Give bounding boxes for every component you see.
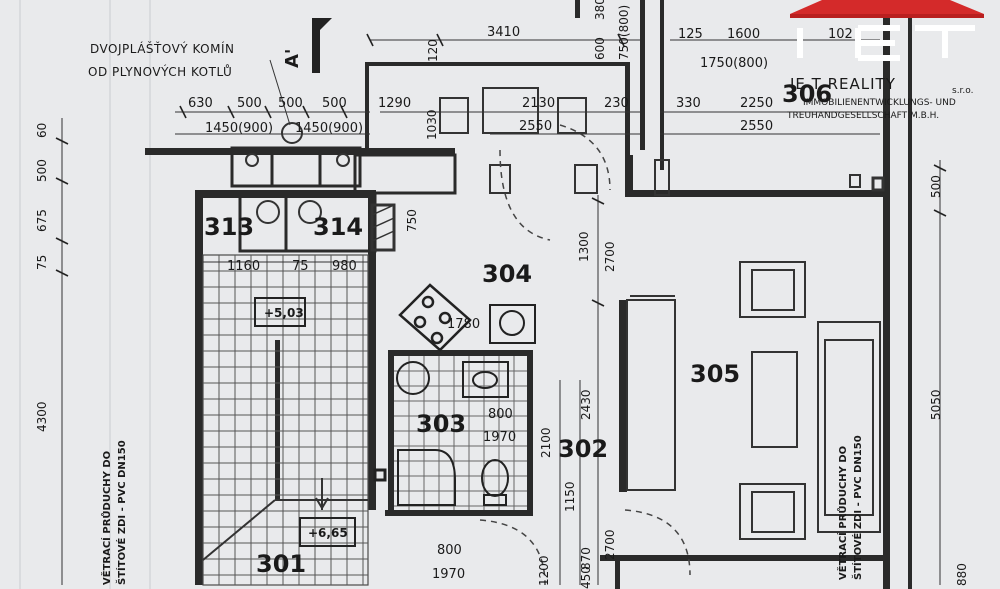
dim-top-750: 750(800) bbox=[617, 5, 631, 60]
dim-r-5050: 5050 bbox=[929, 389, 943, 420]
dim-c-2430: 2430 bbox=[579, 389, 593, 420]
chimney-blocks bbox=[230, 146, 457, 253]
dimension-ticks bbox=[55, 33, 947, 307]
level-box-lower bbox=[299, 517, 356, 547]
room-305-label: 305 bbox=[690, 360, 740, 388]
door-swings bbox=[479, 124, 691, 586]
room-314-label: 314 bbox=[313, 213, 363, 241]
dim-top-1450b: 1450(900) bbox=[295, 121, 363, 136]
chimney-leader bbox=[269, 59, 291, 126]
dim-top-230: 230 bbox=[604, 96, 629, 111]
dim-c-2700b: 2700 bbox=[603, 529, 617, 560]
brand-logo: IET bbox=[790, 0, 984, 61]
dim-mid-75: 75 bbox=[292, 259, 309, 274]
dim-top-380: 380 bbox=[593, 0, 607, 20]
dim-c-1150: 1150 bbox=[563, 481, 577, 512]
dim-top-630: 630 bbox=[188, 96, 213, 111]
room-313-label: 313 bbox=[204, 213, 254, 241]
brand-company-3: TREUHANDGESELLSCHAFT M.B.H. bbox=[786, 111, 939, 121]
tile-lines bbox=[203, 255, 368, 585]
dim-mid-1780: 1780 bbox=[447, 317, 480, 332]
tile-lines-303 bbox=[394, 356, 527, 510]
dim-top-3410: 3410 bbox=[487, 25, 520, 40]
brand-company-2: IMMOBILIENENTWICKLUNGS- UND bbox=[803, 98, 956, 108]
dim-mid-980: 980 bbox=[332, 259, 357, 274]
dim-left-60: 60 bbox=[35, 123, 49, 138]
chimney-flues bbox=[245, 122, 350, 224]
dim-left-75: 75 bbox=[35, 255, 49, 270]
dim-mid-1970b: 1970 bbox=[432, 567, 465, 582]
dim-mid-800b: 800 bbox=[437, 543, 462, 558]
dim-r-500: 500 bbox=[929, 175, 943, 198]
background-lines bbox=[19, 0, 151, 589]
dim-r-880: 880 bbox=[955, 563, 969, 586]
dim-top-125: 125 bbox=[678, 27, 703, 42]
vent-note-right-1: VĚTRACÍ PRŮDUCHY DO bbox=[836, 446, 849, 580]
room-303-label: 303 bbox=[416, 410, 466, 438]
dim-left-675: 675 bbox=[35, 209, 49, 232]
dim-top-1290: 1290 bbox=[378, 96, 411, 111]
walls bbox=[145, 0, 912, 589]
vent-note-left-1: VĚTRACÍ PRŮDUCHY DO bbox=[100, 451, 113, 585]
dim-top-2250: 2250 bbox=[740, 96, 773, 111]
dim-mid-750: 750 bbox=[405, 209, 419, 232]
dim-top-120: 120 bbox=[426, 39, 440, 62]
kitchen-sink bbox=[489, 304, 536, 344]
dim-c-2700a: 2700 bbox=[603, 241, 617, 272]
bathroom-fixtures bbox=[373, 361, 509, 506]
furniture-305 bbox=[626, 261, 881, 540]
dim-c-450: 450 bbox=[579, 566, 593, 589]
room-302-label: 302 bbox=[558, 435, 608, 463]
chimney-note-line-1: DVOJPLÁŠŤOVÝ KOMÍN bbox=[90, 41, 234, 56]
dim-left-500: 500 bbox=[35, 159, 49, 182]
dim-top-500a: 500 bbox=[237, 96, 262, 111]
dim-c-1200: 1200 bbox=[537, 555, 551, 586]
dim-top-600: 600 bbox=[593, 37, 607, 60]
dim-top-1600: 1600 bbox=[727, 27, 760, 42]
stair-lines bbox=[202, 478, 368, 561]
furniture-upper bbox=[439, 87, 885, 196]
level-box-upper bbox=[254, 297, 306, 327]
dim-top-102: 102 bbox=[828, 27, 853, 42]
dim-top-1030: 1030 bbox=[425, 109, 439, 140]
vent-note-right-2: ŠTÍTOVÉ ZDI - PVC DN150 bbox=[851, 435, 864, 580]
dim-c-1300: 1300 bbox=[577, 231, 591, 262]
dim-top-330: 330 bbox=[676, 96, 701, 111]
tile-grid-301 bbox=[202, 254, 369, 586]
brand-company-1: IE T REALITY bbox=[790, 75, 896, 93]
room-306-label: 306 bbox=[782, 80, 832, 108]
stove bbox=[398, 283, 472, 352]
dim-top-500b: 500 bbox=[278, 96, 303, 111]
dim-top-2550b: 2550 bbox=[740, 119, 773, 134]
level-upper: +5,03 bbox=[264, 306, 304, 320]
dim-c-870: 870 bbox=[579, 547, 593, 570]
vent-note-left-2: ŠTÍTOVÉ ZDI - PVC DN150 bbox=[115, 440, 128, 585]
dim-top-1750: 1750(800) bbox=[700, 56, 768, 71]
dim-top-2550a: 2550 bbox=[519, 119, 552, 134]
dim-c-2100: 2100 bbox=[539, 427, 553, 458]
dim-left-4300: 4300 bbox=[35, 401, 49, 432]
brand-company-suffix: s.r.o. bbox=[952, 86, 974, 96]
dim-mid-1970a: 1970 bbox=[483, 430, 516, 445]
dim-mid-800a: 800 bbox=[488, 407, 513, 422]
hatch-block bbox=[370, 203, 396, 252]
dim-mid-1160: 1160 bbox=[227, 259, 260, 274]
chimney-note-line-2: OD PLYNOVÝCH KOTLŮ bbox=[88, 64, 232, 79]
dimension-lines bbox=[61, 39, 941, 585]
section-marker: A' bbox=[282, 18, 332, 73]
dim-top-500c: 500 bbox=[322, 96, 347, 111]
room-304-label: 304 bbox=[482, 260, 532, 288]
room-301-label: 301 bbox=[256, 550, 306, 578]
dim-top-2130: 2130 bbox=[522, 96, 555, 111]
level-lower: +6,65 bbox=[308, 526, 348, 540]
dim-top-1450a: 1450(900) bbox=[205, 121, 273, 136]
section-mark-label: A' bbox=[282, 49, 303, 68]
